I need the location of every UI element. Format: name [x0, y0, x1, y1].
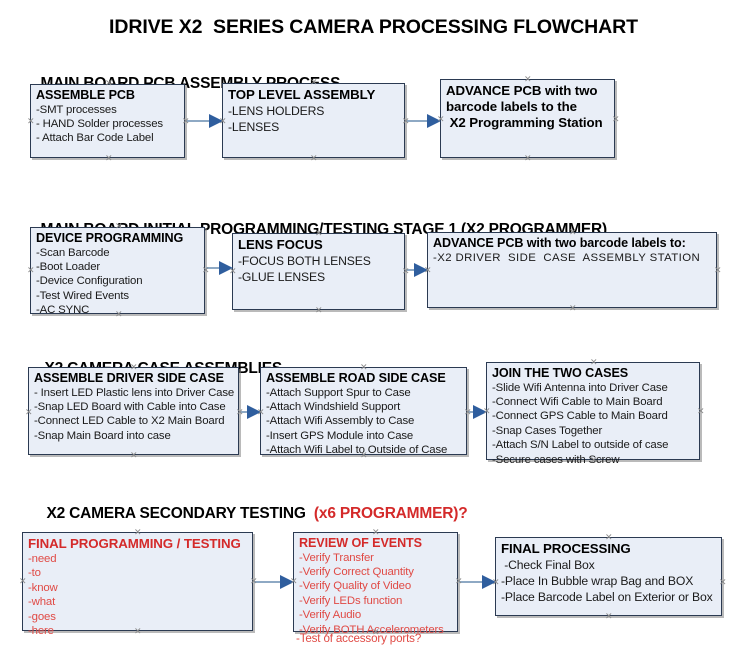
- node-line: -GLUE LENSES: [238, 270, 325, 285]
- node-line: -Check Final Box: [501, 558, 595, 572]
- node-title: REVIEW OF EVENTS: [299, 536, 422, 550]
- section-header-text: X2 CAMERA SECONDARY TESTING: [46, 505, 310, 522]
- node-line: -LENS HOLDERS: [228, 104, 325, 118]
- node-title: ASSEMBLE DRIVER SIDE CASE: [34, 371, 224, 385]
- node-line: -Connect GPS Cable to Main Board: [492, 410, 668, 423]
- node-line: -Snap Main Board into case: [34, 429, 171, 442]
- node-line: -Attach Wifi Assembly to Case: [266, 415, 415, 428]
- node-assemble-pcb[interactable]: ASSEMBLE PCB -SMT processes - HAND Solde…: [30, 84, 185, 158]
- node-top-level-assembly[interactable]: TOP LEVEL ASSEMBLY -LENS HOLDERS -LENSES: [222, 83, 405, 158]
- node-line: - Insert LED Plastic lens into Driver Ca…: [34, 386, 235, 399]
- node-lens-focus[interactable]: LENS FOCUS -FOCUS BOTH LENSES -GLUE LENS…: [232, 233, 405, 310]
- node-line: - HAND Solder processes: [36, 117, 163, 130]
- node-title: TOP LEVEL ASSEMBLY: [228, 87, 376, 102]
- node-line: -Snap Cases Together: [492, 424, 603, 437]
- node-line: - Attach Bar Code Label: [36, 132, 154, 145]
- node-final-programming-testing[interactable]: FINAL PROGRAMMING / TESTING -need -to -k…: [22, 532, 253, 637]
- node-line: -Verify Correct Quantity: [299, 565, 414, 578]
- node-title: ASSEMBLE PCB: [36, 88, 135, 102]
- node-line: -Attach Wifi Label to Outside of Case: [266, 444, 448, 457]
- node-review-of-events[interactable]: REVIEW OF EVENTS -Verify Transfer -Verif…: [293, 532, 458, 636]
- node-device-programming[interactable]: DEVICE PROGRAMMING -Scan Barcode -Boot L…: [30, 227, 205, 317]
- node-title: JOIN THE TWO CASES: [492, 366, 629, 380]
- node-line: -Verify BOTH Accelerometers: [299, 623, 444, 636]
- node-line: -Slide Wifi Antenna into Driver Case: [492, 381, 668, 394]
- node-line: -Verify Quality of Video: [299, 580, 412, 593]
- node-title: FINAL PROCESSING: [501, 541, 631, 556]
- node-line: -Scan Barcode: [36, 246, 110, 259]
- node-line: -here: [28, 625, 54, 638]
- node-line: -to: [28, 567, 41, 580]
- node-line: -Verify Transfer: [299, 551, 374, 564]
- node-assemble-road-side-case[interactable]: ASSEMBLE ROAD SIDE CASE -Attach Support …: [260, 367, 467, 457]
- page-title: IDRIVE X2 SERIES CAMERA PROCESSING FLOWC…: [109, 16, 638, 38]
- node-line: -goes: [28, 610, 56, 623]
- section-header-x2-camera-secondary-testing: X2 CAMERA SECONDARY TESTING (x6 PROGRAMM…: [30, 487, 467, 541]
- node-line: -Device Configuration: [36, 275, 143, 288]
- node-line: -Verify Audio: [299, 609, 361, 622]
- node-line: barcode labels to the: [446, 99, 577, 114]
- node-advance-pcb-to-driver-side-case-assembly[interactable]: ADVANCE PCB with two barcode labels to: …: [427, 232, 717, 308]
- node-assemble-driver-side-case[interactable]: ASSEMBLE DRIVER SIDE CASE - Insert LED P…: [28, 367, 239, 455]
- node-line: -Boot Loader: [36, 260, 101, 273]
- node-line: -Verify LEDs function: [299, 594, 403, 607]
- section-header-accent: (x6 PROGRAMMER)?: [309, 505, 468, 522]
- node-line: -Attach Windshield Support: [266, 400, 401, 413]
- node-line: -Insert GPS Module into Case: [266, 429, 414, 442]
- node-line: -Attach Support Spur to Case: [266, 386, 411, 399]
- node-line: -need: [28, 553, 57, 565]
- node-line: -X2 DRIVER SIDE CASE ASSEMBLY STATION: [433, 251, 701, 264]
- node-title: DEVICE PROGRAMMING: [36, 231, 184, 245]
- node-line: -Connect Wifi Cable to Main Board: [492, 395, 663, 408]
- node-line: -Place In Bubble wrap Bag and BOX: [501, 574, 694, 589]
- node-line: -Test Wired Events: [36, 289, 129, 302]
- node-title: ASSEMBLE ROAD SIDE CASE: [266, 371, 446, 385]
- node-line: -Secure cases with Screw: [492, 453, 620, 466]
- node-final-processing[interactable]: FINAL PROCESSING -Check Final Box -Place…: [495, 537, 722, 616]
- node-line: -AC SYNC: [36, 304, 90, 317]
- node-title: FINAL PROGRAMMING / TESTING: [28, 536, 241, 551]
- node-join-the-two-cases[interactable]: JOIN THE TWO CASES -Slide Wifi Antenna i…: [486, 362, 700, 466]
- node-line: -LENSES: [228, 120, 280, 135]
- node-line: -what: [28, 596, 56, 609]
- node-line: -FOCUS BOTH LENSES: [238, 254, 371, 268]
- node-review-of-events-overflow-line: -Test of accessory ports?: [296, 632, 422, 645]
- node-title: ADVANCE PCB with two: [446, 83, 598, 98]
- node-line: -Place Barcode Label on Exterior or Box: [501, 590, 713, 605]
- node-title: LENS FOCUS: [238, 237, 323, 252]
- node-line: -SMT processes: [36, 103, 117, 116]
- node-line: -know: [28, 581, 58, 594]
- node-line: -Connect LED Cable to X2 Main Board: [34, 415, 225, 428]
- node-title: ADVANCE PCB with two barcode labels to:: [433, 236, 686, 250]
- node-line: -Snap LED Board with Cable into Case: [34, 400, 226, 413]
- node-line: -Attach S/N Label to outside of case: [492, 439, 669, 452]
- node-line: X2 Programming Station: [446, 115, 603, 130]
- node-advance-pcb-to-x2-programming-station[interactable]: ADVANCE PCB with two barcode labels to t…: [440, 79, 615, 158]
